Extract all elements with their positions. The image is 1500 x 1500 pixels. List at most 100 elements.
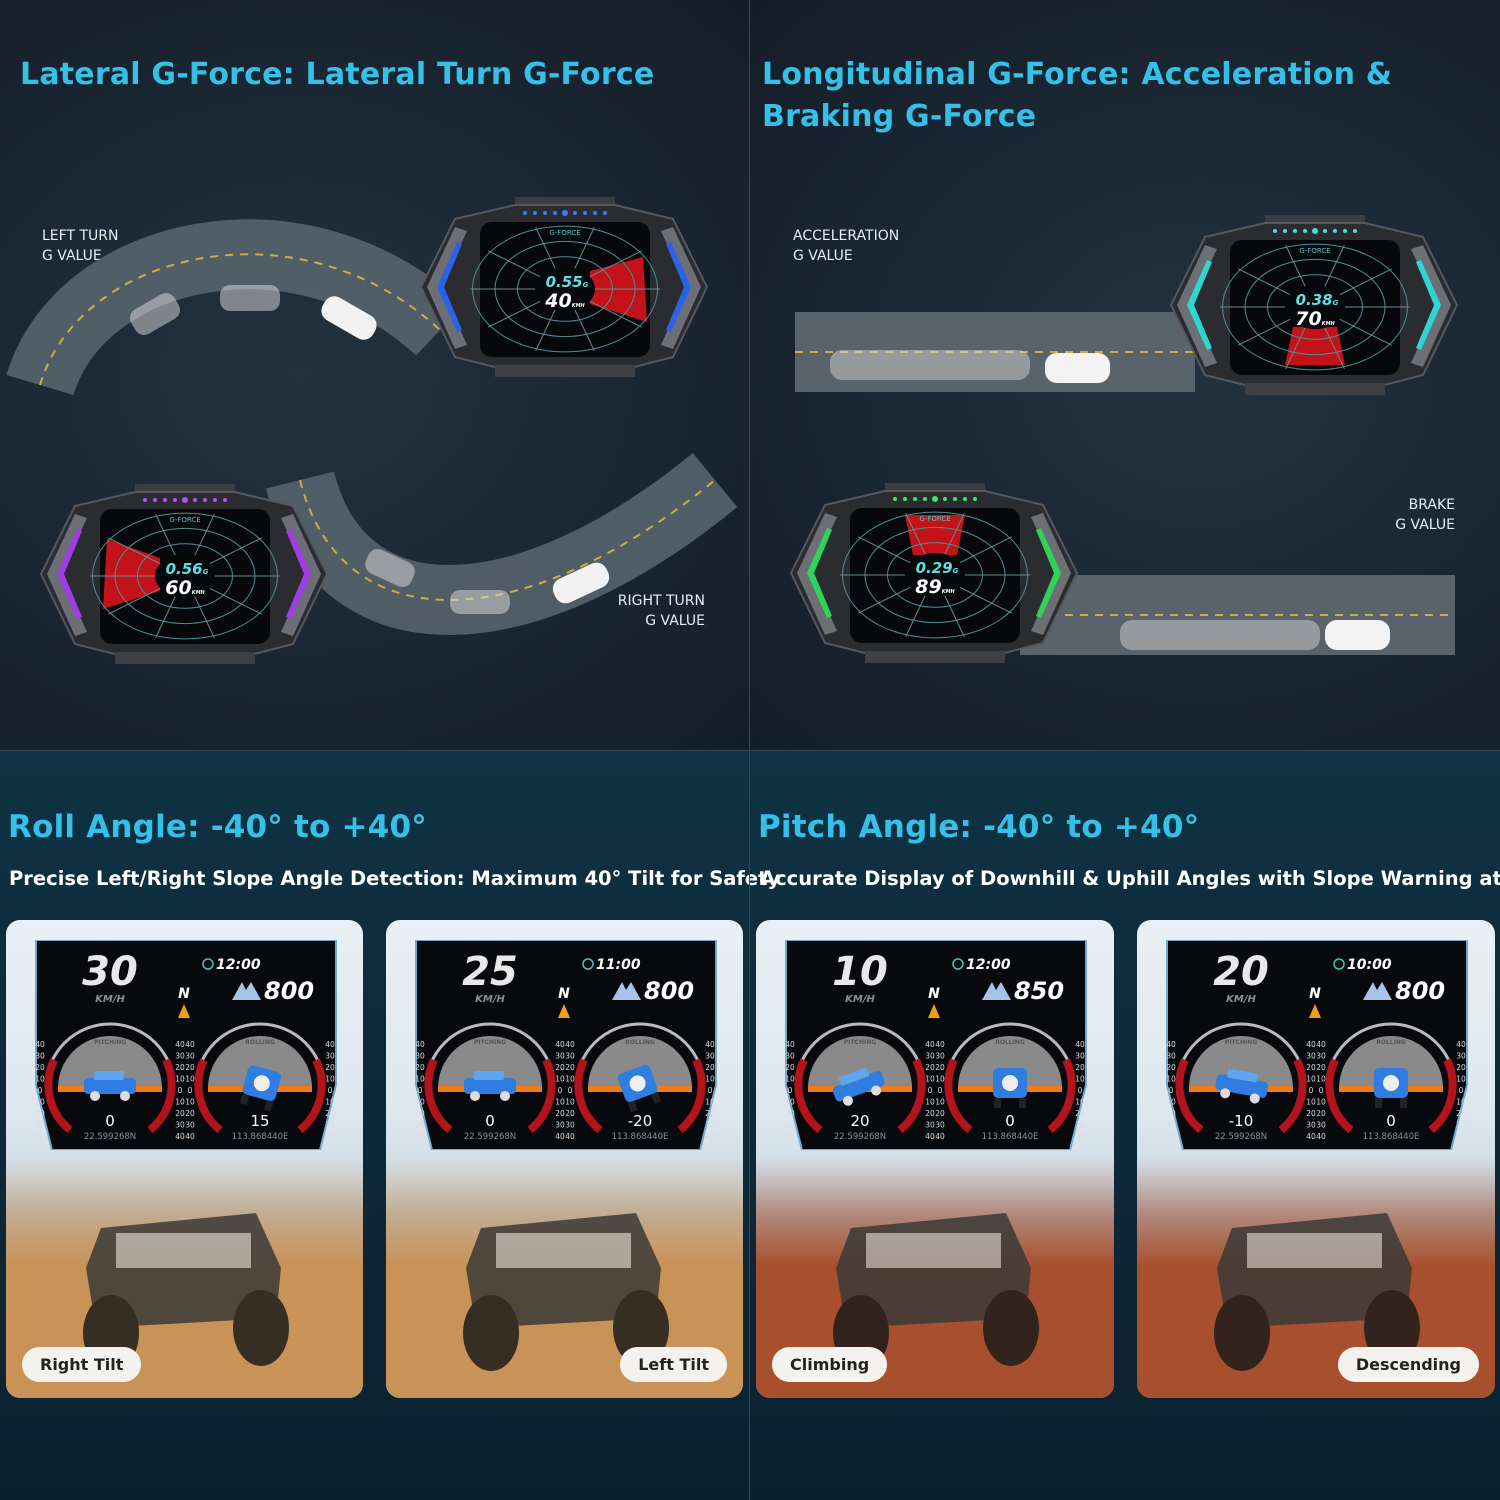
scale-tick-label: 30 (785, 1052, 795, 1061)
offroad-vehicle (463, 1213, 669, 1371)
speed-value: 60KMH (165, 577, 205, 599)
screen-label: G-FORCE (169, 516, 200, 524)
time: 12:00 (216, 957, 261, 973)
accent-light-right (1416, 260, 1441, 350)
accent-light-left (1187, 260, 1212, 350)
mountain-icon (1363, 982, 1392, 1000)
scale-tick-label: 10 (415, 1098, 425, 1107)
screen-label: G-FORCE (919, 515, 950, 523)
scale-tick-label: 20 (1316, 1063, 1326, 1072)
scale-tick-label: 30 (1166, 1121, 1176, 1130)
pitch-value: 0 (485, 1112, 495, 1130)
scale-tick-label: 40 (1456, 1132, 1466, 1141)
scale-tick-label: 20 (185, 1109, 195, 1118)
scale-tick-label: 40 (415, 1132, 425, 1141)
lateral-title: Lateral G-Force: Lateral Turn G-Force (20, 57, 655, 92)
latitude: 22.599268N (834, 1132, 886, 1142)
scale-tick-label: 10 (705, 1098, 715, 1107)
scale-tick-label: 20 (415, 1063, 425, 1072)
scale-tick-label: 10 (1306, 1098, 1316, 1107)
scale-tick-label: 0 (558, 1086, 563, 1095)
scale-tick-label: 40 (325, 1040, 335, 1049)
scale-tick-label: 20 (175, 1109, 185, 1118)
scale-tick-label: 40 (1075, 1040, 1085, 1049)
hud-body: G-FORCE 0.38G 70KMH (1169, 215, 1459, 395)
scale-tick-label: 40 (935, 1040, 945, 1049)
scale-tick-label: 10 (565, 1075, 575, 1084)
scale-tick-label: 40 (1456, 1040, 1466, 1049)
scale-tick-label: 30 (325, 1121, 335, 1130)
longitudinal-gforce-panel: Longitudinal G-Force: Acceleration &Brak… (750, 0, 1500, 750)
clock-icon (952, 958, 964, 970)
accent-light-right (1036, 528, 1061, 618)
road-left-turn (6, 219, 464, 397)
mountain-icon (612, 982, 641, 1000)
svg-text:ROLLING: ROLLING (245, 1039, 275, 1046)
scale-tick-label: 10 (565, 1098, 575, 1107)
scale-tick-label: 0 (938, 1086, 943, 1095)
scale-tick-label: 40 (705, 1040, 715, 1049)
compass-label: N (1309, 986, 1321, 1002)
longitude: 113.868440E (232, 1132, 289, 1142)
scale-tick-label: 0 (1319, 1086, 1324, 1095)
scale-tick-label: 10 (1166, 1075, 1176, 1084)
scale-tick-label: 40 (565, 1132, 575, 1141)
scale-tick-label: 30 (935, 1121, 945, 1130)
time: 11:00 (596, 957, 641, 973)
straight-roads (795, 312, 1455, 655)
scale-tick-label: 30 (35, 1121, 45, 1130)
indicator-dots (523, 210, 607, 216)
scale-tick-label: 10 (1456, 1098, 1466, 1107)
scale-tick-label: 10 (35, 1075, 45, 1084)
scale-tick-label: 10 (1075, 1075, 1085, 1084)
scale-tick-label: 20 (1456, 1109, 1466, 1118)
svg-text:ROLLING: ROLLING (995, 1039, 1025, 1046)
g-sector (905, 515, 965, 555)
pitch-value: 0 (105, 1112, 115, 1130)
scale-tick-label: 20 (785, 1109, 795, 1118)
indicator-dots (143, 497, 227, 503)
scale-tick-label: 30 (1075, 1052, 1085, 1061)
scale-tick-label: 0 (188, 1086, 193, 1095)
scale-tick-label: 10 (1306, 1075, 1316, 1084)
car-blur-trail (130, 285, 280, 335)
scale-tick-label: 30 (35, 1052, 45, 1061)
compass-label: N (558, 986, 570, 1002)
mountain-icon (982, 982, 1011, 1000)
altitude: 850 (1014, 977, 1064, 1005)
scale-tick-label: 30 (935, 1052, 945, 1061)
scale-tick-label: 30 (185, 1052, 195, 1061)
scale-tick-label: 20 (1306, 1063, 1316, 1072)
scale-tick-label: 30 (555, 1121, 565, 1130)
scale-tick-label: 30 (1075, 1121, 1085, 1130)
scale-tick-label: 20 (35, 1109, 45, 1118)
pitch-subtitle: Accurate Display of Downhill & Uphill An… (760, 867, 1500, 890)
scale-tick-label: 40 (1166, 1132, 1176, 1141)
accent-light-right (666, 242, 691, 332)
scale-tick-label: 40 (1316, 1040, 1326, 1049)
mountain-icon (232, 982, 261, 1000)
scale-tick-label: 10 (785, 1075, 795, 1084)
road-centerline (299, 479, 716, 601)
scale-tick-label: 10 (925, 1098, 935, 1107)
car-rear-icon (1374, 1068, 1408, 1108)
scale-tick-label: 10 (555, 1098, 565, 1107)
scale-tick-label: 40 (565, 1040, 575, 1049)
scale-tick-label: 10 (925, 1075, 935, 1084)
car (1325, 620, 1390, 650)
curved-roads (6, 219, 738, 635)
scale-tick-label: 20 (1456, 1063, 1466, 1072)
label-line: ACCELERATION (793, 228, 900, 244)
scale-tick-label: 20 (325, 1109, 335, 1118)
indicator-dots (893, 496, 977, 502)
compass-arrow-icon (1309, 1004, 1321, 1018)
scale-tick-label: 30 (325, 1052, 335, 1061)
speed-value: 20 (1213, 949, 1269, 995)
scale-tick-label: 10 (785, 1098, 795, 1107)
scale-tick-label: 10 (935, 1075, 945, 1084)
label-line: RIGHT TURN (617, 593, 705, 609)
scale-tick-label: 20 (785, 1063, 795, 1072)
